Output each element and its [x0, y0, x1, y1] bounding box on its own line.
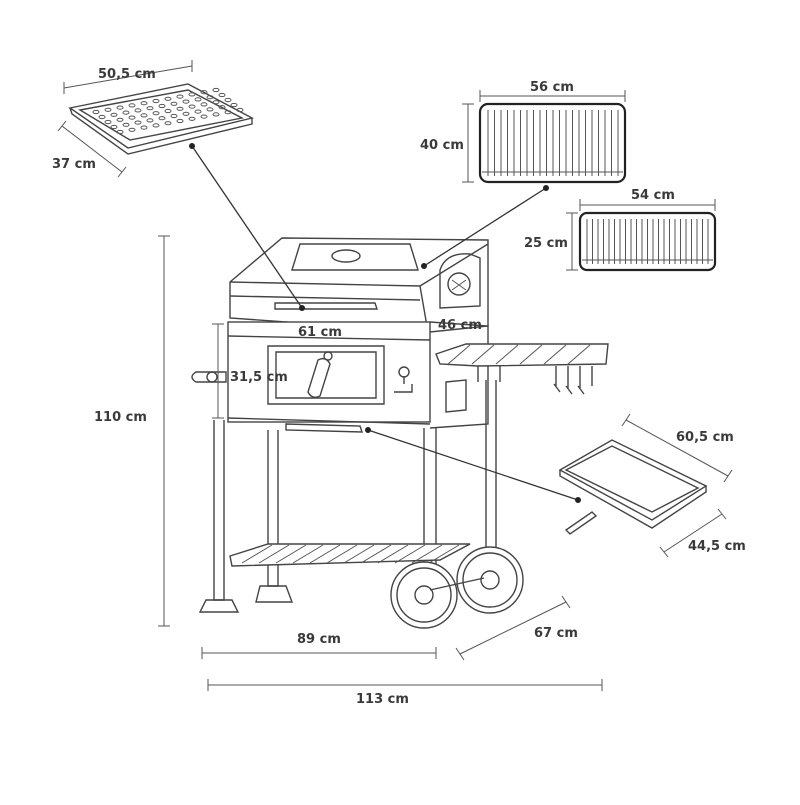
- warming-height-label: 25 cm: [524, 236, 568, 251]
- perforated-tray-illustration: [68, 83, 254, 155]
- grill-height-label: 40 cm: [420, 138, 464, 153]
- shelf-depth-label: 44,5 cm: [688, 539, 746, 554]
- base-depth-label: 67 cm: [534, 626, 578, 641]
- leader-lines: [189, 143, 581, 503]
- warming-width-label: 54 cm: [631, 188, 675, 203]
- grill-width-label: 56 cm: [530, 80, 574, 95]
- warming-rack-illustration: [578, 211, 717, 272]
- body-depth-label: 46 cm: [438, 318, 482, 333]
- total-height-label: 110 cm: [94, 410, 147, 425]
- tray-depth-label: 37 cm: [52, 157, 96, 172]
- shelf-depth-dimension-line: [663, 513, 723, 553]
- tray-width-dimension-line: [63, 65, 193, 89]
- cooking-grill-illustration: [478, 102, 627, 184]
- shelf-width-label: 60,5 cm: [676, 430, 734, 445]
- base-depth-dimension-line: [459, 601, 567, 655]
- body-width-label: 61 cm: [298, 325, 342, 340]
- shelf-width-dimension-line: [625, 419, 729, 477]
- tray-width-label: 50,5 cm: [98, 67, 156, 82]
- tray-depth-dimension-line: [61, 125, 123, 173]
- lower-shelf-illustration: [558, 439, 708, 535]
- base-width-label: 89 cm: [297, 632, 341, 647]
- firebox-height-label: 31,5 cm: [230, 370, 288, 385]
- total-width-label: 113 cm: [356, 692, 409, 707]
- barbecue-illustration: [191, 237, 609, 629]
